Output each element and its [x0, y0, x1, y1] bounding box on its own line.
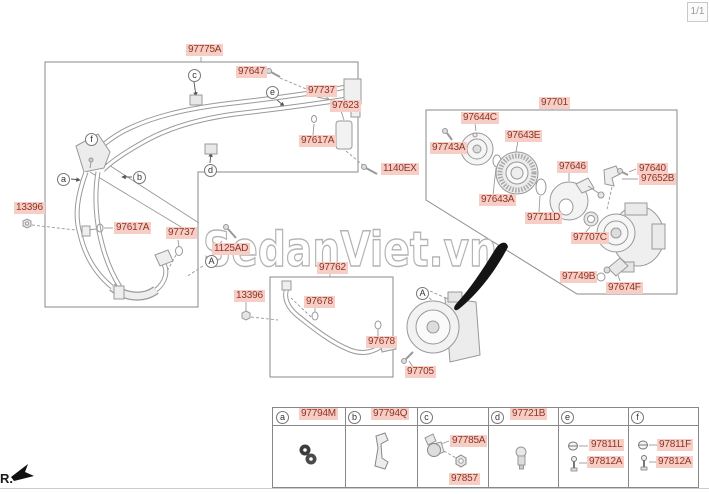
callout-d: d — [204, 164, 217, 177]
part-label-97623[interactable]: 97623 — [330, 100, 361, 112]
table-callout-f: f — [631, 411, 644, 424]
part-label-97711D[interactable]: 97711D — [525, 212, 563, 224]
part-label-97794M[interactable]: 97794M — [299, 408, 338, 420]
bottom-divider — [0, 488, 709, 489]
table-header-divider — [272, 425, 699, 426]
box-97775A — [44, 61, 359, 308]
table-divider — [488, 407, 489, 488]
part-label-97857[interactable]: 97857 — [449, 473, 480, 485]
box-97762 — [269, 276, 394, 378]
part-label-97652B[interactable]: 97652B — [639, 173, 677, 185]
part-label-97617A-left[interactable]: 97617A — [114, 222, 152, 234]
callout-c: c — [188, 69, 201, 82]
part-label-13396-left[interactable]: 13396 — [14, 202, 45, 214]
part-label-97749B[interactable]: 97749B — [560, 271, 598, 283]
table-divider — [558, 407, 559, 488]
part-label-97644C[interactable]: 97644C — [461, 112, 499, 124]
part-label-13396-mid[interactable]: 13396 — [234, 290, 265, 302]
table-callout-c: c — [420, 411, 433, 424]
part-label-97775A[interactable]: 97775A — [186, 44, 224, 56]
part-label-97705[interactable]: 97705 — [405, 366, 436, 378]
part-label-97811F[interactable]: 97811F — [657, 439, 693, 451]
table-cell-icons — [299, 432, 648, 472]
callout-f: f — [85, 133, 98, 146]
watermark-text: SedanViet.vn — [203, 222, 497, 278]
part-label-97678-upper[interactable]: 97678 — [304, 296, 335, 308]
table-callout-e: e — [561, 411, 574, 424]
part-label-97721B[interactable]: 97721B — [510, 408, 548, 420]
table-divider — [628, 407, 629, 488]
part-label-97707C[interactable]: 97707C — [571, 232, 609, 244]
callout-arrows — [70, 81, 285, 182]
part-label-1125AD[interactable]: 1125AD — [212, 243, 251, 255]
part-label-97785A[interactable]: 97785A — [450, 435, 488, 447]
tube-assembly-drawing — [74, 78, 362, 301]
part-label-97743A[interactable]: 97743A — [430, 142, 468, 154]
part-label-97617A-right[interactable]: 97617A — [299, 135, 337, 147]
part-label-97737-top[interactable]: 97737 — [306, 85, 337, 97]
callout-e: e — [266, 86, 279, 99]
part-label-97643E[interactable]: 97643E — [505, 130, 543, 142]
box-97701 — [425, 109, 678, 295]
watermark: SedanViet.vn — [202, 221, 508, 311]
table-divider — [417, 407, 418, 488]
part-label-97812A-e[interactable]: 97812A — [587, 456, 625, 468]
part-label-1140EX[interactable]: 1140EX — [381, 163, 419, 175]
compressor-front-drawing — [401, 291, 481, 364]
page-indicator: 1/1 — [687, 2, 708, 22]
part-label-97646[interactable]: 97646 — [557, 161, 588, 173]
part-label-97737-bottom[interactable]: 97737 — [166, 227, 197, 239]
callout-A-right: A — [416, 287, 429, 300]
part-label-97794Q[interactable]: 97794Q — [371, 408, 410, 420]
part-label-97643A[interactable]: 97643A — [479, 194, 517, 206]
watermark-swoosh-icon — [454, 242, 508, 311]
compressor-clutch-parts — [442, 128, 666, 282]
part-label-97678-lower[interactable]: 97678 — [366, 336, 397, 348]
table-callout-d: d — [491, 411, 504, 424]
table-callout-b: b — [348, 411, 361, 424]
part-label-97812A-f[interactable]: 97812A — [656, 456, 694, 468]
callout-b: b — [133, 171, 146, 184]
callout-a: a — [57, 173, 70, 186]
part-label-97811L[interactable]: 97811L — [589, 439, 625, 451]
reference-table — [272, 407, 699, 488]
callout-A-left: A — [205, 255, 218, 268]
part-label-97640[interactable]: 97640 — [637, 163, 668, 175]
part-label-97674F[interactable]: 97674F — [606, 282, 643, 294]
part-label-97701[interactable]: 97701 — [539, 97, 570, 109]
part-label-97762[interactable]: 97762 — [317, 262, 348, 274]
part-label-97647[interactable]: 97647 — [236, 66, 267, 78]
small-hardware — [22, 68, 382, 330]
fr-label: R. — [0, 471, 13, 486]
table-divider — [345, 407, 346, 488]
fr-direction-arrow-icon — [11, 464, 34, 481]
table-callout-a: a — [276, 411, 289, 424]
